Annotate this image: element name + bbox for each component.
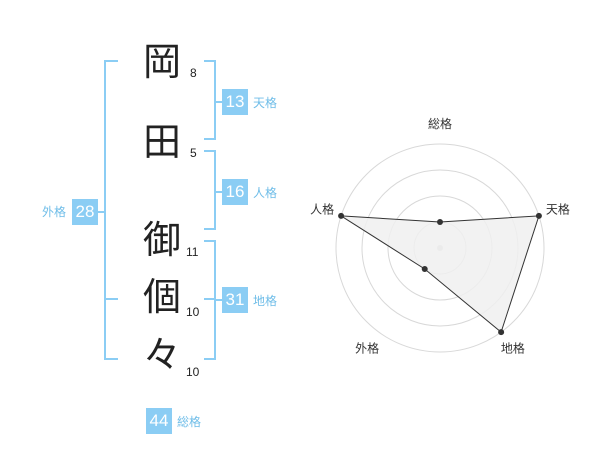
- chikaku-bracket-bottom: [204, 358, 216, 360]
- jinkaku-value: 16: [222, 179, 248, 205]
- stroke-count-4: 10: [186, 305, 200, 319]
- chikaku-value: 31: [222, 287, 248, 313]
- chikaku-bracket-middle: [204, 298, 216, 300]
- jinkaku-bracket-vertical: [214, 150, 216, 230]
- gaikaku-bracket-top: [104, 60, 118, 62]
- name-char-1: 岡: [142, 40, 181, 84]
- soukaku-label: 総格: [177, 415, 202, 429]
- chikaku-bracket-top: [204, 240, 216, 242]
- radar-ring-4: [335, 143, 545, 353]
- radar-point-3: [498, 329, 505, 336]
- chikaku-bracket-connector: [214, 299, 222, 301]
- stroke-count-1: 8: [190, 66, 197, 80]
- radar-axis-label-5: 人格: [310, 202, 334, 217]
- soukaku-value: 44: [146, 408, 172, 434]
- tenkaku-bracket-vertical: [214, 60, 216, 140]
- gaikaku-bracket-vertical: [104, 60, 106, 360]
- radar-point-4: [421, 266, 428, 273]
- radar-point-5: [338, 212, 345, 219]
- radar-points: [338, 212, 542, 336]
- stroke-count-2: 5: [190, 146, 197, 160]
- radar-point-1: [437, 219, 443, 225]
- name-char-5: 々: [142, 333, 181, 377]
- tenkaku-bracket-connector: [214, 101, 222, 103]
- tenkaku-bracket-bottom: [204, 138, 216, 140]
- radar-axis-label-1: 総格: [428, 116, 452, 131]
- name-char-4: 個: [142, 275, 181, 319]
- name-char-2: 田: [142, 120, 181, 164]
- radar-axis-label-2: 天格: [546, 202, 570, 217]
- radar-polygon: [340, 215, 540, 333]
- chikaku-label: 地格: [253, 294, 278, 308]
- radar-axis-label-4: 外格: [355, 340, 379, 355]
- radar-axis-label-3: 地格: [501, 340, 525, 355]
- radar-point-2: [535, 212, 542, 219]
- tenkaku-label: 天格: [253, 96, 278, 110]
- gaikaku-value: 28: [72, 199, 98, 225]
- tenkaku-value: 13: [222, 89, 248, 115]
- gaikaku-bracket-bottom: [104, 358, 118, 360]
- jinkaku-label: 人格: [253, 186, 278, 200]
- gaikaku-bracket-middle: [104, 298, 118, 300]
- name-char-3: 御: [142, 218, 181, 262]
- stroke-count-3: 11: [186, 245, 199, 259]
- jinkaku-bracket-bottom: [204, 228, 216, 230]
- jinkaku-bracket-top: [204, 150, 216, 152]
- gaikaku-bracket-connector: [98, 211, 104, 213]
- jinkaku-bracket-connector: [214, 191, 222, 193]
- stroke-count-5: 10: [186, 365, 200, 379]
- tenkaku-bracket-top: [204, 60, 216, 62]
- gaikaku-label: 外格: [42, 205, 67, 219]
